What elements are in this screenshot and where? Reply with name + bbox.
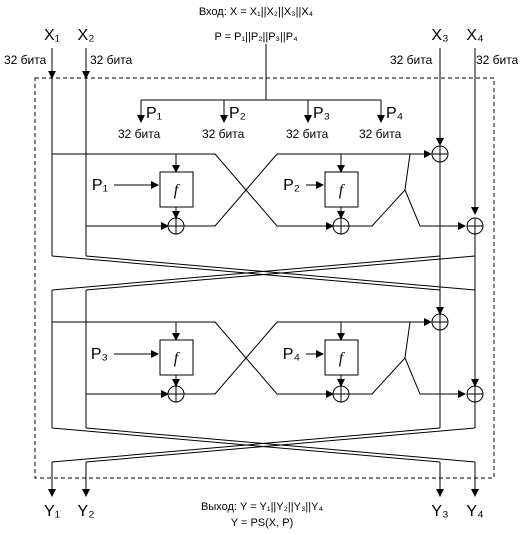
bits-label-x4: 32 бита <box>476 53 519 67</box>
dashed-boundary <box>34 77 495 479</box>
round-2 <box>51 290 479 428</box>
output-formula: Выход: Y = Y₁||Y₂||Y₃||Y₄ <box>201 501 323 513</box>
key-part-p3: P₃ <box>313 105 330 122</box>
f-box-r2-1 <box>159 339 194 376</box>
input-wires <box>48 48 479 256</box>
output-y3-label: Y₃ <box>431 503 448 520</box>
bits-label-p3: 32 бита <box>286 127 329 141</box>
key-formula: P = P₁||P₂||P₃||P₄ <box>214 31 298 43</box>
key-part-p4: P₄ <box>386 105 403 122</box>
round-1 <box>51 150 476 290</box>
bits-label-x2: 32 бита <box>90 53 133 67</box>
output-y2-label: Y₂ <box>78 503 95 520</box>
f-label-r1-2: f <box>339 182 346 199</box>
bits-label-p4: 32 бита <box>359 127 402 141</box>
output-y4-label: Y₄ <box>466 503 483 520</box>
output-crossover <box>48 427 479 497</box>
xor-nodes-r1 <box>167 145 484 235</box>
bits-label-x3: 32 бита <box>390 53 433 67</box>
f-box-r1-2 <box>324 171 359 208</box>
bits-label-p1: 32 бита <box>118 127 161 141</box>
key-distribution <box>137 44 385 123</box>
output-y1-label: Y₁ <box>44 503 60 520</box>
input-formula: Вход: X = X₁||X₂||X₃||X₄ <box>199 6 314 18</box>
input-x4-label: X₄ <box>466 27 483 44</box>
round1-key-p2: P₂ <box>283 177 300 194</box>
f-box-r1-1 <box>159 171 194 208</box>
round2-key-p3: P₃ <box>91 346 108 363</box>
round1-key-p1: P₁ <box>92 177 108 194</box>
input-x3-label: X₃ <box>431 27 448 44</box>
bits-label-p2: 32 бита <box>202 127 245 141</box>
xor-nodes-r2 <box>167 313 484 403</box>
crossover-wires <box>51 255 476 291</box>
bits-label-x1: 32 бита <box>4 53 47 67</box>
f-label-r2-2: f <box>339 350 346 367</box>
f-label-r2-1: f <box>174 350 181 367</box>
input-x1-label: X₁ <box>44 27 60 44</box>
f-label-r1-1: f <box>174 182 181 199</box>
f-box-r2-2 <box>324 339 359 376</box>
round2-key-p4: P₄ <box>283 346 300 363</box>
key-part-p2: P₂ <box>229 105 246 122</box>
input-x2-label: X₂ <box>78 27 95 44</box>
ps-formula: Y = PS(X, P) <box>231 517 293 529</box>
key-part-p1: P₁ <box>146 105 162 122</box>
